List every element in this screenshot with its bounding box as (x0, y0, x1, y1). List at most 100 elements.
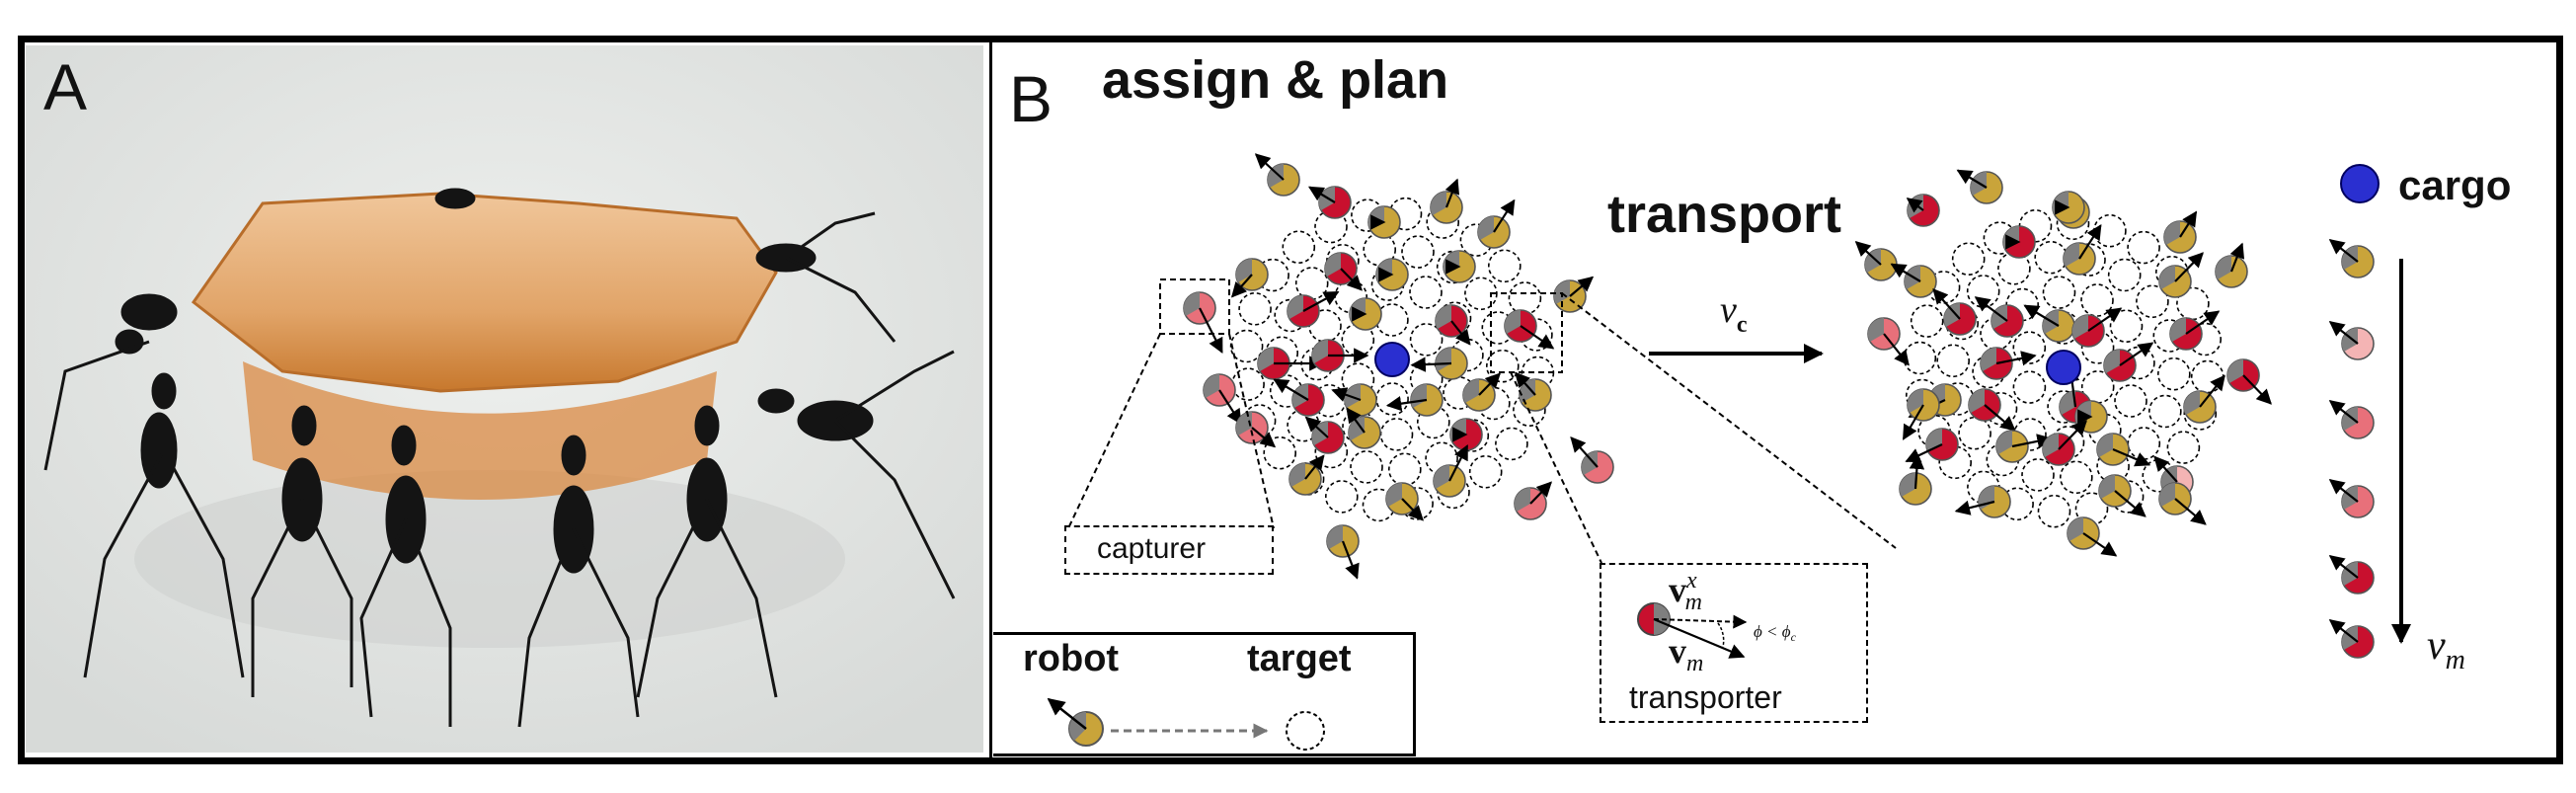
vc-symbol: vc (1720, 289, 1748, 338)
target-circle (1951, 242, 1986, 277)
target-circle (2056, 206, 2090, 241)
target-circle (1314, 435, 1349, 469)
robot-icon (1183, 291, 1223, 354)
target-circle (2136, 284, 2169, 319)
robot-icon (1570, 436, 1614, 484)
robot-icon (1410, 347, 1468, 380)
target-circle (1350, 450, 1383, 484)
robot-icon (2098, 474, 2147, 517)
robot-icon (1311, 339, 1369, 372)
column-robot-icon (2328, 239, 2375, 278)
robot-icon (1433, 444, 1469, 498)
robot-icon (1257, 347, 1325, 380)
target-circle (1263, 436, 1296, 470)
robot-icon (1854, 240, 1898, 281)
transporter-zoom-box (1490, 292, 1563, 373)
robot-icon (1443, 250, 1476, 283)
transport-robot-column (2328, 239, 2375, 659)
robot-icon (1462, 372, 1501, 412)
robot-icon (1385, 383, 1444, 417)
target-circle (1936, 344, 1970, 378)
legend-target-icon (1286, 711, 1325, 751)
robot-icon (1254, 153, 1300, 197)
panel-divider (989, 36, 992, 764)
robot-icon (1375, 258, 1409, 291)
target-circle (1229, 329, 1264, 363)
assign-plan-heading: assign & plan (1102, 50, 1449, 110)
robot-icon (1890, 263, 1937, 298)
target-circle (1486, 349, 1520, 383)
target-circle (1409, 323, 1444, 357)
legend-robot-icon (1047, 697, 1104, 747)
robot-icon (1932, 288, 1977, 336)
column-robot-icon (2328, 400, 2375, 439)
target-circle (1997, 251, 2031, 285)
robot-icon (1553, 276, 1595, 313)
robot-icon (2002, 225, 2036, 259)
target-circle (1938, 445, 1972, 480)
robot-icon (2063, 224, 2102, 276)
cargo-legend-icon (2340, 164, 2380, 203)
robot-icon (2052, 191, 2085, 224)
robot-icon (1956, 169, 2003, 204)
robot-icon (1230, 258, 1269, 298)
target-circle (2114, 384, 2147, 418)
column-robot-icon (2328, 321, 2375, 360)
target-circle (1375, 382, 1409, 416)
capturer-box (1064, 525, 1274, 575)
robot-icon (2071, 307, 2123, 348)
robot-icon (1203, 373, 1242, 425)
ants-photo (26, 45, 983, 753)
target-circle (2183, 397, 2218, 431)
panel-b-label: B (1009, 62, 1054, 135)
robot-icon (2163, 210, 2198, 254)
target-circle (2093, 213, 2127, 248)
target-circle (2012, 370, 2047, 404)
robot-icon (1504, 309, 1555, 350)
robot-icon (2023, 304, 2075, 343)
target-circle (1294, 267, 1329, 300)
robot-icon (1430, 178, 1463, 224)
robot-icon (2158, 252, 2204, 298)
robot-icon (2215, 242, 2248, 288)
robot-icon (1902, 388, 1940, 440)
robot-icon (2169, 310, 2221, 351)
target-circle (1401, 235, 1435, 269)
cargo-heading: cargo (2398, 162, 2512, 208)
target-circle (2080, 283, 2114, 317)
robot-icon (1514, 371, 1552, 412)
target-circle (2080, 331, 2115, 364)
target-circle (1238, 291, 1272, 326)
target-circle (1903, 341, 1937, 375)
robot-icon (1346, 407, 1381, 449)
target-circle (1325, 480, 1359, 514)
vm-symbol: vm (2427, 623, 2465, 675)
target-circle (2190, 359, 2225, 394)
robot-icon (2226, 358, 2272, 405)
robot-icon (1980, 347, 2037, 380)
food-piece (191, 192, 778, 393)
transporter-box (1600, 563, 1868, 723)
capturer-label: capturer (1097, 532, 1207, 565)
robot-icon (1968, 388, 2016, 432)
robots-right (1854, 169, 2272, 557)
target-circle (1409, 276, 1443, 309)
target-circle (2042, 276, 2076, 309)
robot-icon (1867, 317, 1910, 366)
transporter-label: transporter (1629, 679, 1782, 715)
target-circle (1468, 454, 1503, 489)
target-circle (2127, 230, 2160, 265)
target-circle (2021, 458, 2055, 492)
robot-icon (2183, 374, 2225, 424)
target-circle (2034, 240, 2068, 275)
target-circle (2157, 357, 2191, 391)
vm-small-symbol: vm (1669, 631, 1704, 676)
robot-icon (1477, 198, 1516, 249)
vxm-symbol: vxm (1669, 568, 1702, 615)
ants-group (43, 188, 956, 728)
legend-robot-label: robot (1023, 638, 1120, 679)
column-robot-icon (2328, 555, 2375, 595)
robot-icon (1324, 252, 1363, 291)
robot-icon (1906, 194, 1940, 227)
